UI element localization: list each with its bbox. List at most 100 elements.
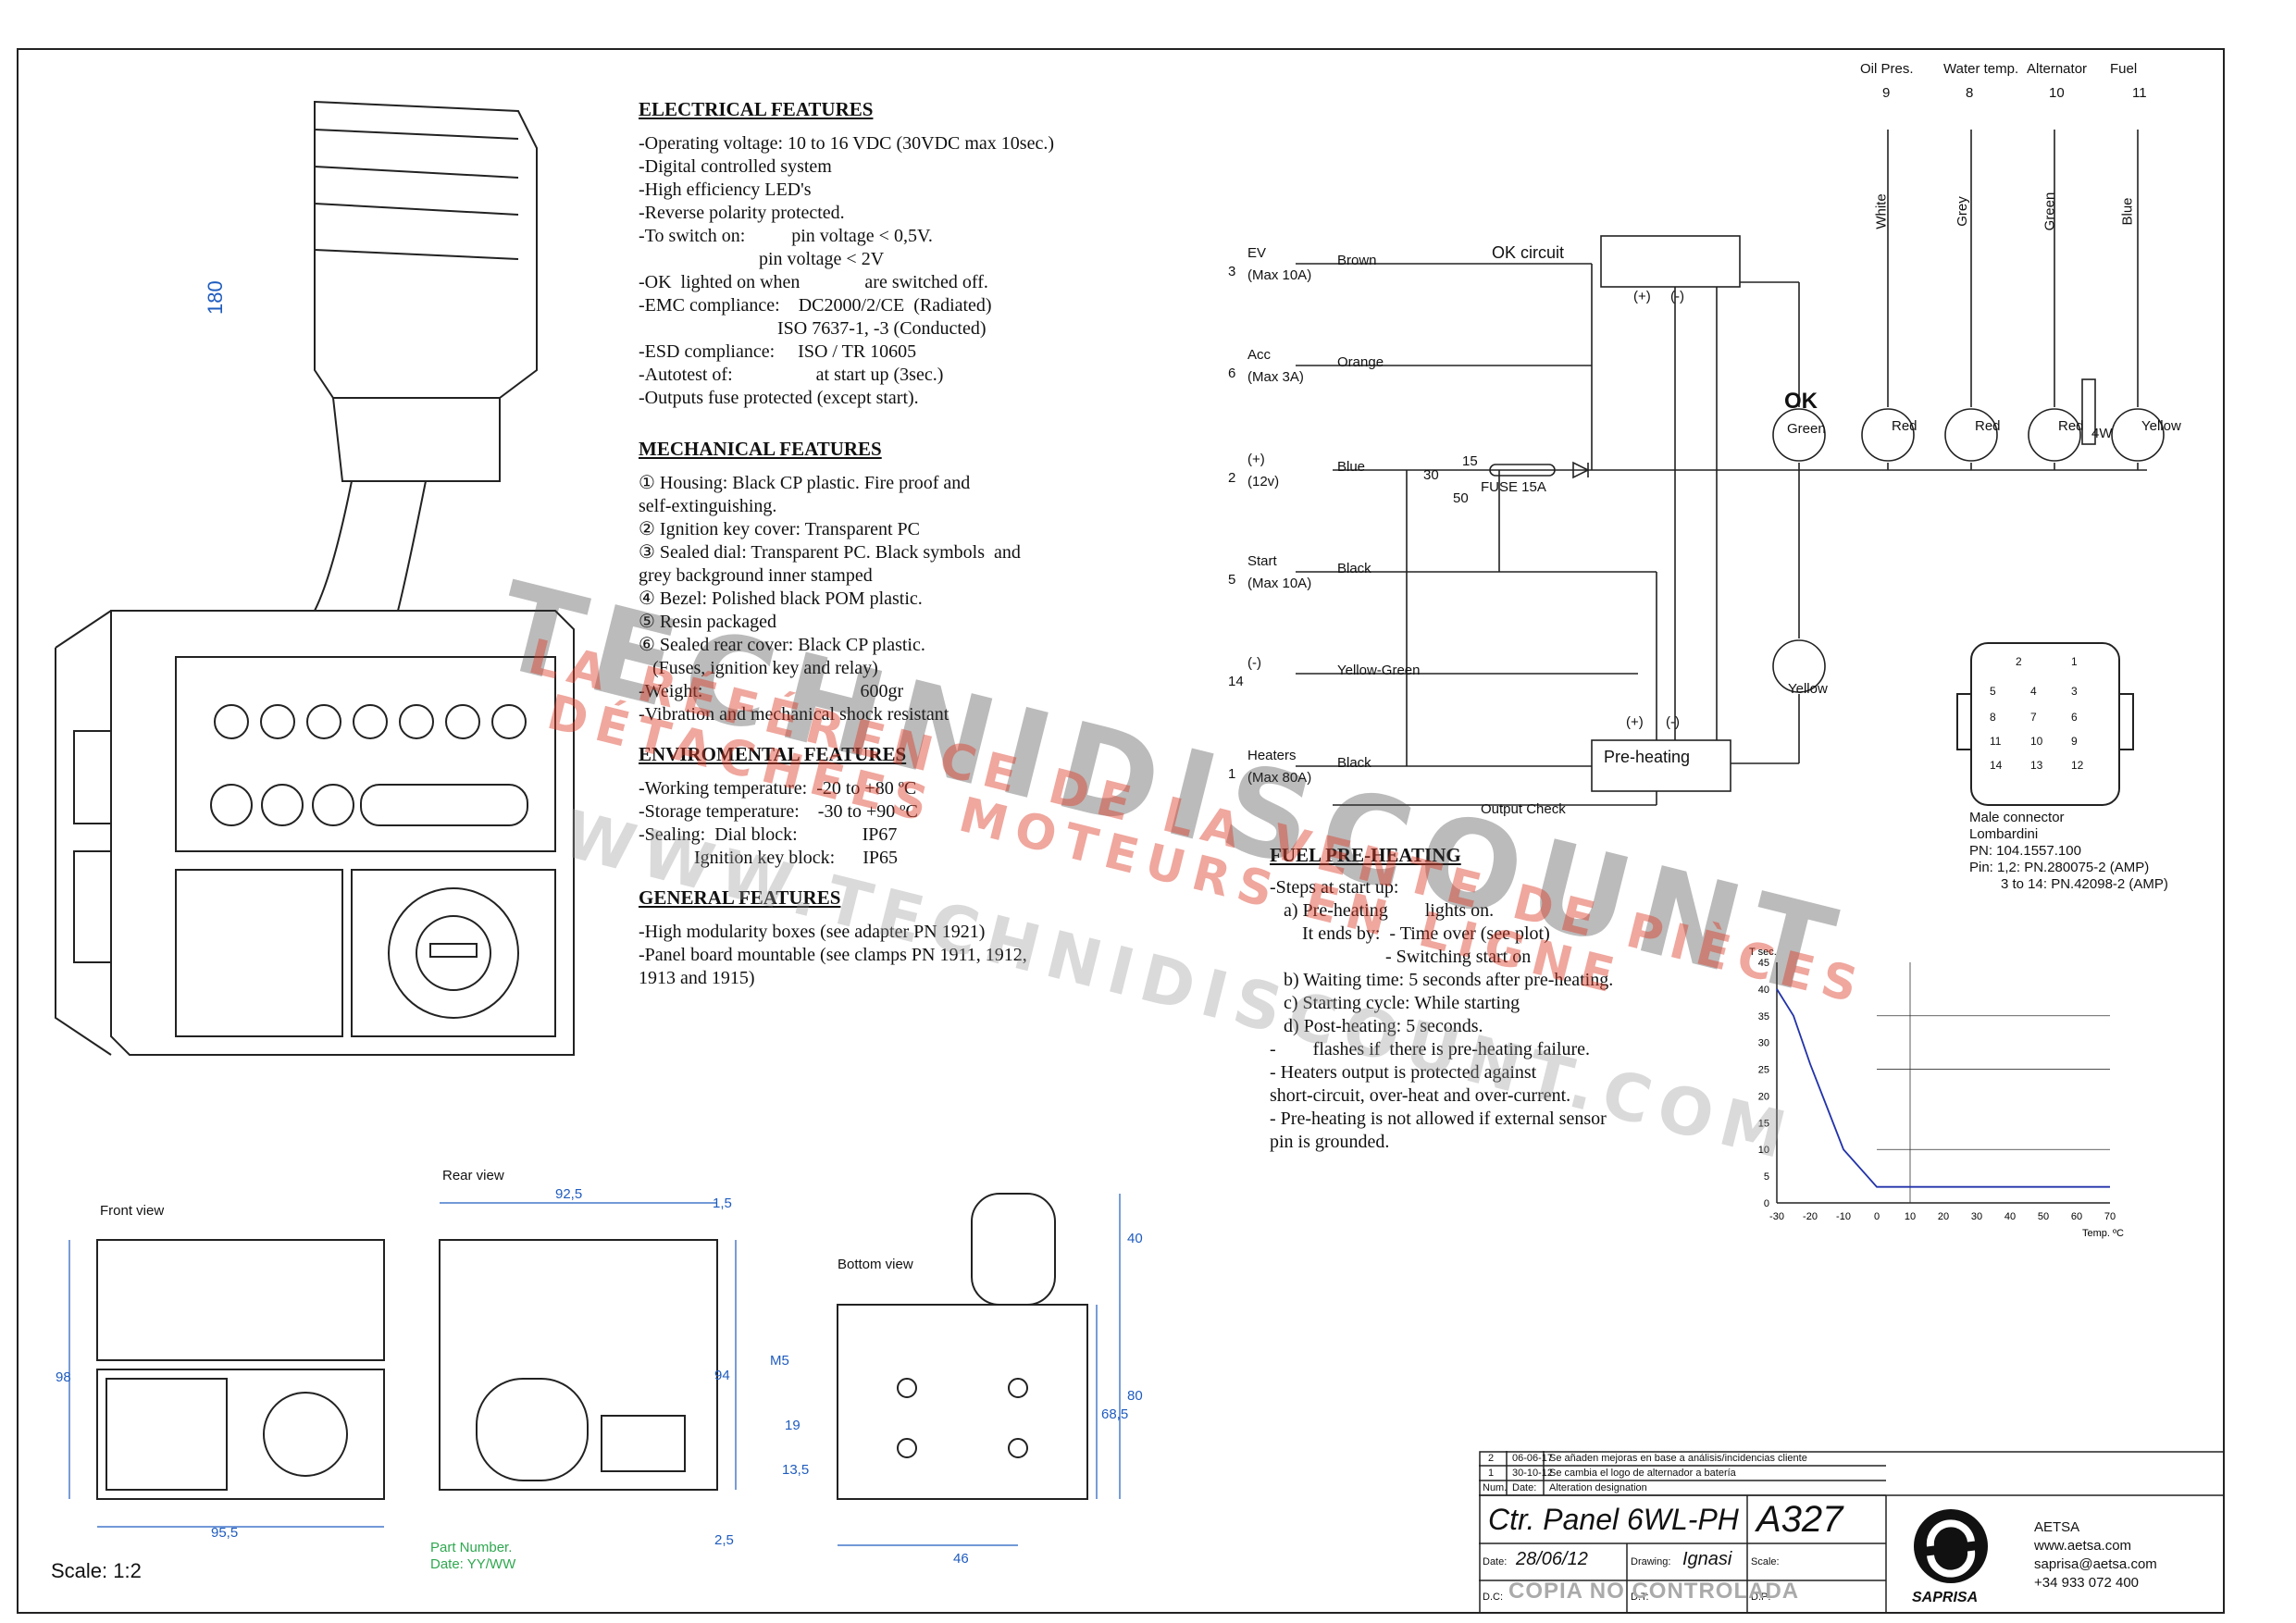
output-lamp: Red [1892, 418, 1917, 434]
output-check-label: Output Check [1481, 801, 1566, 817]
connector-pin: 8 [1990, 711, 1996, 724]
connector-pin1: Pin: 1,2: PN.280075-2 (AMP) [1969, 860, 2150, 875]
mechanical-lines: ① Housing: Black CP plastic. Fire proof … [639, 472, 1286, 726]
electrical-line: -Autotest of: at start up (3sec.) [639, 365, 944, 385]
company-label: AETSA [2034, 1519, 2080, 1535]
fuel_preheating-line: short-circuit, over-heat and over-curren… [1270, 1085, 1571, 1106]
company-email: saprisa@aetsa.com [2034, 1556, 2157, 1572]
input-name: (-) [1247, 655, 1261, 671]
mechanical-line: (Fuses, ignition key and relay) [639, 658, 878, 678]
key-position: 50 [1453, 490, 1469, 506]
mechanical-line: -Vibration and mechanical shock resistan… [639, 704, 949, 725]
environmental-heading: ENVIROMENTAL FEATURES [639, 743, 907, 765]
okc-minus: (-) [1670, 289, 1684, 304]
mechanical-line: ① Housing: Black CP plastic. Fire proof … [639, 473, 971, 493]
rev2-num: 2 [1488, 1453, 1495, 1464]
fuel_preheating-line: -Steps at start up: [1270, 877, 1399, 898]
product-isometric-drawing: 180 [55, 100, 575, 1056]
connector-pin: 12 [2071, 759, 2084, 772]
connector-pin: 5 [1990, 685, 1996, 698]
dim-40: 40 [1127, 1231, 1143, 1246]
electrical-line: -To switch on: pin voltage < 0,5V. [639, 226, 933, 246]
y-tick-label: 35 [1758, 1011, 1769, 1022]
input-pin: 1 [1228, 766, 1236, 782]
output-pin: 11 [2132, 85, 2147, 101]
fuel_preheating-line: d) Post-heating: 5 seconds. [1270, 1016, 1483, 1036]
output-pin: 8 [1966, 85, 1974, 101]
connector-pin: 14 [1990, 759, 2003, 772]
input-name: Start [1247, 553, 1277, 569]
scale-field-label: Scale: [1751, 1556, 1780, 1567]
connector-pin2: 3 to 14: PN.42098-2 (AMP) [2001, 876, 2168, 892]
part-number-label: Part Number. [430, 1540, 513, 1555]
ph-minus: (-) [1666, 714, 1680, 730]
dim-1-5: 1,5 [713, 1196, 732, 1211]
fuse-label: FUSE 15A [1481, 479, 1546, 495]
x-tick-label: 20 [1938, 1211, 1949, 1222]
fuel_preheating-line: It ends by: - Time over (see plot) [1270, 923, 1550, 944]
drawing-label: Drawing: [1631, 1556, 1671, 1567]
input-sub: (12v) [1247, 474, 1280, 489]
input-pin: 5 [1228, 572, 1236, 588]
company-phone: +34 933 072 400 [2034, 1575, 2140, 1591]
mechanical-line: ⑤ Resin packaged [639, 612, 776, 632]
rev1-date: 30-10-12 [1512, 1468, 1554, 1479]
input-wire: Orange [1337, 354, 1384, 370]
general-line: -High modularity boxes (see adapter PN 1… [639, 922, 986, 942]
environmental-lines: -Working temperature: -20 to +80 ºC-Stor… [639, 777, 1286, 870]
connector-maker: Lombardini [1969, 826, 2039, 842]
rear-view-label: Rear view [442, 1168, 504, 1183]
environmental-line: -Working temperature: -20 to +80 ºC [639, 778, 917, 799]
dp-label: D.P: [1751, 1592, 1771, 1603]
electrical-line: -EMC compliance: DC2000/2/CE (Radiated) [639, 295, 992, 316]
key-position: 30 [1423, 467, 1439, 483]
connector-pin: 10 [2030, 735, 2043, 748]
output-lamp: Red [2058, 418, 2084, 434]
output-name: Water temp. [1943, 61, 2019, 77]
input-wire: Brown [1337, 253, 1377, 268]
input-wire: Yellow-Green [1337, 663, 1421, 678]
drawing-frame [17, 48, 2225, 1614]
x-tick-label: 50 [2038, 1211, 2049, 1222]
x-tick-label: -30 [1769, 1211, 1784, 1222]
input-name: Acc [1247, 347, 1272, 363]
drawing-code: A327 [1756, 1499, 1843, 1540]
x-tick-label: 0 [1874, 1211, 1880, 1222]
dt-label: D.T: [1631, 1592, 1649, 1603]
input-sub: (Max 3A) [1247, 369, 1304, 385]
general-line: 1913 and 1915) [639, 968, 755, 988]
y-tick-label: 25 [1758, 1065, 1769, 1076]
scale-label: Scale: 1:2 [51, 1559, 142, 1582]
title-block-grid [1479, 1451, 2225, 1614]
general-lines: -High modularity boxes (see adapter PN 1… [639, 921, 1286, 990]
front-view-label: Front view [100, 1203, 165, 1219]
output-wire: Grey [1954, 196, 1970, 227]
drawing-author: Ignasi [1682, 1549, 1732, 1569]
dim-46: 46 [953, 1551, 969, 1567]
pre-heating-label: Pre-heating [1604, 748, 1691, 766]
fuel_preheating-line: a) Pre-heating lights on. [1270, 900, 1495, 921]
y-axis-label: T sec. [1749, 947, 1777, 958]
y-tick-label: 15 [1758, 1118, 1769, 1129]
mechanical-line: ③ Sealed dial: Transparent PC. Black sym… [639, 542, 1021, 563]
date-code-label: Date: YY/WW [430, 1556, 516, 1572]
input-pin: 14 [1228, 674, 1244, 689]
dim-68-5: 68,5 [1101, 1406, 1129, 1422]
y-tick-label: 30 [1758, 1038, 1769, 1049]
output-name: Oil Pres. [1860, 61, 1914, 77]
connector-drawing [1956, 642, 2134, 806]
connector-pin: 7 [2030, 711, 2037, 724]
dim-2-5: 2,5 [714, 1532, 734, 1548]
orthographic-views [68, 1193, 1121, 1546]
output-pin: 10 [2049, 85, 2065, 101]
output-lamp: Red [1975, 418, 2001, 434]
h-date: Date: [1512, 1482, 1537, 1493]
electrical-line: -Outputs fuse protected (except start). [639, 388, 919, 408]
mechanical-heading: MECHANICAL FEATURES [639, 438, 882, 460]
rev2-date: 06-06-17 [1512, 1453, 1554, 1464]
dim-95: 95,5 [211, 1525, 239, 1541]
connector-label: Male connector [1969, 810, 2065, 825]
x-axis-label: Temp. ºC [2082, 1228, 2124, 1239]
input-wire: Black [1337, 561, 1371, 576]
